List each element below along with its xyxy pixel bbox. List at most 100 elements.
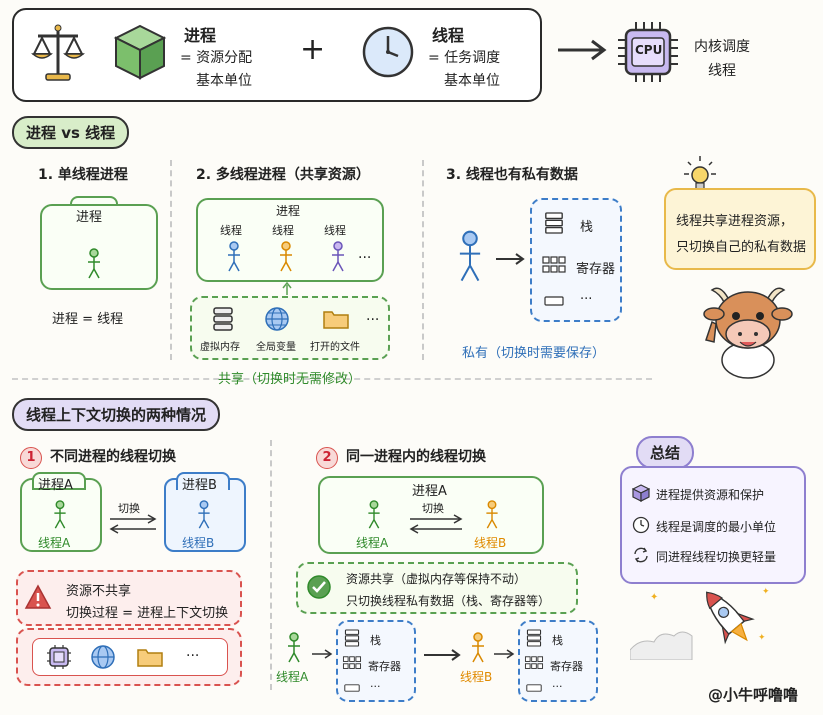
plus-sign: + [300, 32, 326, 67]
cpu-chip-icon [618, 22, 678, 82]
case2-flow-thread-a-icon [288, 632, 300, 663]
case1-proc-a-label: 进程A [38, 478, 73, 493]
register-icon [542, 256, 566, 273]
section1-pill: 进程 vs 线程 [12, 116, 130, 149]
svg-text:✦: ✦ [650, 592, 658, 603]
case1-process-a-tab [32, 472, 86, 490]
watermark: @小牛呼噜噜 [708, 686, 799, 704]
case1-cpu-icon [47, 645, 71, 669]
folder-icon [323, 311, 349, 329]
case2-flow-thread-a-label: 线程A [276, 670, 309, 684]
kernel-line-1: 内核调度 [694, 39, 750, 55]
thread-figure-large-icon [459, 230, 481, 282]
col3-item-more: ··· [580, 292, 593, 307]
banner-thread-desc-2: 基本单位 [444, 73, 500, 89]
case2-shared-box [296, 562, 578, 614]
col2-resource-label-3: 打开的文件 [310, 342, 360, 353]
col3-item-register: 寄存器 [576, 262, 616, 277]
col2-box-label: 进程 [276, 204, 301, 218]
case2-thread-b-label: 线程B [474, 536, 507, 550]
case1-switch-label: 切换 [118, 502, 140, 515]
col1-box-tab [70, 196, 118, 206]
top-banner [12, 8, 542, 102]
case1-folder-icon [137, 649, 163, 667]
col1-box-label: 进程 [76, 210, 103, 225]
case2-register-b-icon [524, 656, 544, 669]
arrow-right-icon [558, 39, 607, 61]
col3-arrow-icon [496, 253, 525, 265]
case2-register-a-icon [342, 656, 362, 669]
case2-flow-arrow-b-icon [494, 649, 515, 659]
case1-process-b-tab [176, 472, 230, 490]
process-cube-icon [113, 24, 167, 80]
case2-flow-thread-b-label: 线程B [460, 670, 493, 684]
stack-icon [545, 212, 563, 234]
banner-thread-title: 线程 [432, 26, 465, 45]
col2-resource-label-1: 虚拟内存 [200, 342, 240, 353]
col2-thread-label-1: 线程 [220, 224, 242, 237]
case2-chip-b-icon [526, 684, 542, 692]
summary-clock-icon [632, 516, 650, 534]
summary-title-pill: 总结 [636, 436, 695, 469]
banner-process-title: 进程 [184, 26, 217, 45]
case2-ok-line-2: 只切换线程私有数据（栈、寄存器等） [346, 594, 551, 608]
summary-item-2: 线程是调度的最小单位 [656, 520, 777, 534]
thread-figure-icon [88, 248, 100, 279]
case1-number: 1 [20, 447, 42, 469]
summary-box [620, 466, 806, 584]
case2-swap-arrows-icon [409, 514, 463, 534]
lightbulb-icon [684, 156, 716, 191]
col1-process-box [40, 204, 158, 290]
check-icon [307, 575, 331, 599]
note-line-1: 线程共享进程资源， [676, 214, 794, 229]
case1-warn-line-2: 切换过程 = 进程上下文切换 [66, 606, 229, 621]
col2-resources-ellipsis: ··· [366, 312, 380, 328]
case2-ok-line-1: 资源共享（虚拟内存等保持不动） [346, 572, 527, 586]
col2-resource-label-2: 全局变量 [256, 342, 296, 353]
case2-switch-label: 切换 [422, 502, 444, 515]
case1-thread-b-label: 线程B [182, 536, 215, 550]
col1-caption: 进程 = 线程 [52, 312, 124, 327]
case2-a-item-stack: 栈 [370, 634, 381, 647]
col3-heading: 3. 线程也有私有数据 [446, 167, 578, 183]
case2-process-box [318, 476, 544, 554]
case2-flow-thread-b-icon [472, 632, 484, 663]
case2-thread-a-icon [368, 500, 380, 529]
clock-icon [362, 26, 414, 78]
memory-stack-icon [213, 307, 233, 331]
balance-scale-icon [31, 24, 85, 81]
note-line-2: 只切换自己的私有数据 [676, 240, 807, 255]
summary-item-1: 进程提供资源和保护 [656, 488, 765, 502]
case2-flow-big-arrow-icon [424, 649, 461, 661]
section-divider [12, 378, 652, 380]
case1-proc-b-label: 进程B [182, 478, 217, 493]
summary-refresh-icon [634, 547, 648, 563]
case2-b-item-stack: 栈 [552, 634, 563, 647]
section2-pill: 线程上下文切换的两种情况 [12, 398, 221, 431]
banner-thread-desc-1: = 任务调度 [428, 50, 501, 66]
case2-a-item-register: 寄存器 [368, 660, 401, 673]
col2-thread-label-3: 线程 [324, 224, 346, 237]
case2-b-item-more: ··· [552, 680, 563, 693]
cow-mascot-icon [703, 287, 793, 379]
case1-thread-a-icon [54, 500, 66, 529]
case2-proc-label: 进程A [412, 484, 447, 499]
thread-figure-orange-icon [280, 241, 292, 272]
summary-item-3: 同进程线程切换更轻量 [656, 550, 777, 564]
case2-flow-arrow-a-icon [312, 649, 333, 659]
thread-figure-blue-icon [228, 241, 240, 272]
kernel-line-2: 线程 [708, 63, 736, 79]
banner-process-desc-1: = 资源分配 [180, 50, 253, 66]
svg-text:✦: ✦ [762, 587, 770, 597]
case1-swap-arrows-icon [109, 514, 157, 534]
case2-stack-a-icon [344, 629, 360, 647]
col-divider-1 [170, 160, 172, 360]
case1-warning-box [16, 570, 242, 626]
case1-resources-ellipsis: ··· [186, 648, 200, 664]
shared-resources-note [664, 188, 816, 270]
rocket-icon: ✦ ✦ ✦ [630, 587, 770, 660]
section2-pill-label: 线程上下文切换的两种情况 [26, 406, 207, 424]
col3-item-stack: 栈 [580, 220, 594, 235]
section1-pill-label: 进程 vs 线程 [26, 124, 116, 142]
